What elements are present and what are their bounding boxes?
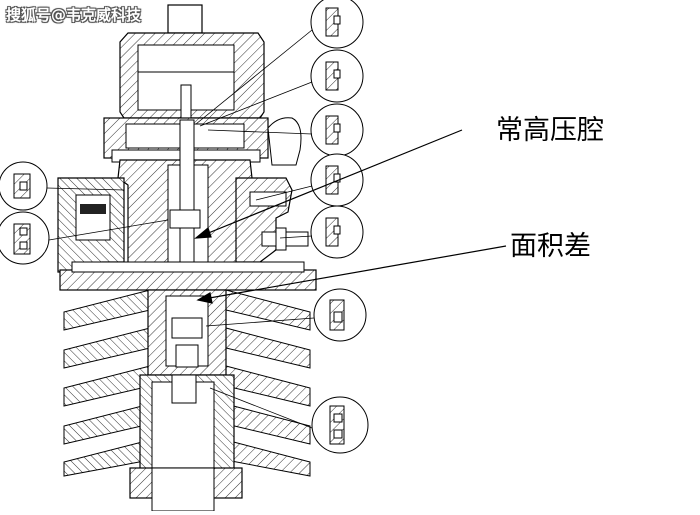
callout-arrows [194, 129, 507, 304]
left-bracket [57, 177, 125, 273]
valve-body [117, 119, 253, 299]
detail-leaders [46, 29, 315, 429]
right-fittings [235, 177, 309, 263]
detail-circles [0, 0, 369, 454]
watermark-text: 搜狐号@韦克威科技 [6, 6, 142, 24]
fins-left [63, 289, 151, 477]
arrow-area-difference [197, 245, 507, 301]
arrow-constant-pressure-chamber [195, 129, 463, 239]
bonnet [129, 289, 243, 512]
label-constant-pressure-chamber: 常高压腔 [496, 115, 604, 146]
detail-circle-contents [13, 7, 345, 445]
fins-right [225, 289, 311, 477]
label-area-difference: 面积差 [510, 231, 591, 262]
